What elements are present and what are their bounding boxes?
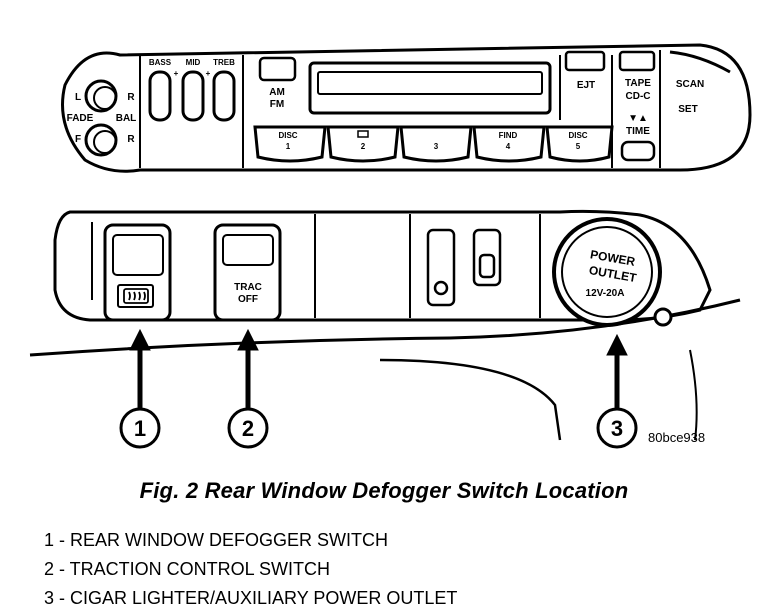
svg-text:3: 3	[611, 416, 623, 441]
svg-text:FIND: FIND	[499, 131, 518, 140]
figure-code: 80bce938	[648, 430, 705, 445]
balance-right-label: R	[127, 92, 135, 103]
treble-slider[interactable]	[212, 70, 236, 122]
treb-label: TREB	[213, 58, 235, 67]
scan-label: SCAN	[676, 79, 704, 90]
fm-label: FM	[270, 99, 284, 110]
tape-label: TAPE	[625, 78, 651, 89]
bal-label: BAL	[116, 113, 137, 124]
tape-cd-button[interactable]	[618, 50, 656, 72]
legend-list: 1 - REAR WINDOW DEFOGGER SWITCH 2 - TRAC…	[44, 526, 457, 613]
svg-text:5: 5	[576, 142, 581, 151]
svg-text:3: 3	[434, 142, 439, 151]
outlet-rating-label: 12V-20A	[586, 288, 625, 299]
cassette-slot	[308, 61, 552, 115]
callout-1: 1	[119, 407, 161, 449]
radio-unit	[61, 43, 752, 173]
dash-trim-line	[29, 298, 741, 357]
preset-button-5[interactable]: DISC 5	[545, 125, 614, 163]
preset-button-1[interactable]: DISC 1	[253, 125, 327, 163]
callout-3: 3	[596, 407, 638, 449]
fade-front-label: F	[75, 134, 81, 145]
mid-label: MID	[186, 58, 201, 67]
svg-text:2: 2	[361, 142, 366, 151]
traction-control-switch[interactable]: TRAC OFF	[213, 223, 282, 322]
svg-text:DISC: DISC	[278, 131, 297, 140]
cdc-label: CD-C	[626, 91, 651, 102]
dashboard-diagram: L R FADE BAL F R BASS MID TREB + + AM FM…	[29, 43, 752, 449]
bass-label: BASS	[149, 58, 172, 67]
mid-slider[interactable]	[181, 70, 205, 122]
power-outlet[interactable]: POWER OUTLET 12V-20A	[552, 217, 673, 327]
time-arrows-icon: ▼▲	[628, 113, 648, 124]
legend-item: 3 - CIGAR LIGHTER/AUXILIARY POWER OUTLET	[44, 588, 458, 608]
cassette-icon	[357, 130, 369, 138]
rear-defrost-icon	[123, 288, 149, 304]
callout-arrows	[129, 328, 628, 408]
svg-text:DISC: DISC	[568, 131, 587, 140]
am-label: AM	[269, 87, 285, 98]
bass-slider[interactable]	[148, 70, 172, 122]
preset-button-2[interactable]: 2	[326, 125, 400, 163]
fade-rear-label: R	[127, 134, 135, 145]
callout-2: 2	[227, 407, 269, 449]
balance-knob[interactable]	[84, 79, 118, 113]
trac-label: TRAC	[234, 282, 262, 293]
fade-label: FADE	[67, 113, 94, 124]
off-label: OFF	[238, 294, 258, 305]
legend-item: 2 - TRACTION CONTROL SWITCH	[44, 559, 331, 579]
svg-text:1: 1	[134, 416, 146, 441]
set-label: SET	[678, 104, 697, 115]
figure-title: Fig. 2 Rear Window Defogger Switch Locat…	[139, 478, 629, 503]
svg-text:2: 2	[242, 416, 254, 441]
svg-text:+: +	[174, 69, 179, 78]
scan-button-edge[interactable]	[669, 50, 731, 74]
eject-label: EJT	[577, 80, 595, 91]
fade-knob[interactable]	[84, 123, 118, 157]
outlet-cap-tab	[653, 307, 673, 327]
time-label: TIME	[626, 126, 650, 137]
preset-button-3[interactable]: 3	[399, 125, 473, 163]
preset-button-4[interactable]: FIND 4	[472, 125, 546, 163]
am-fm-button[interactable]	[258, 56, 297, 82]
rear-defogger-switch[interactable]	[103, 223, 172, 322]
balance-left-label: L	[75, 92, 81, 103]
blank-switch-slots	[426, 228, 502, 307]
eject-button[interactable]	[564, 50, 606, 72]
svg-text:1: 1	[286, 142, 291, 151]
svg-text:4: 4	[506, 142, 511, 151]
legend-item: 1 - REAR WINDOW DEFOGGER SWITCH	[44, 530, 388, 550]
dash-edge-line	[689, 349, 698, 441]
dash-contour-line	[379, 358, 562, 441]
svg-text:+: +	[206, 69, 211, 78]
time-button[interactable]	[620, 140, 656, 162]
